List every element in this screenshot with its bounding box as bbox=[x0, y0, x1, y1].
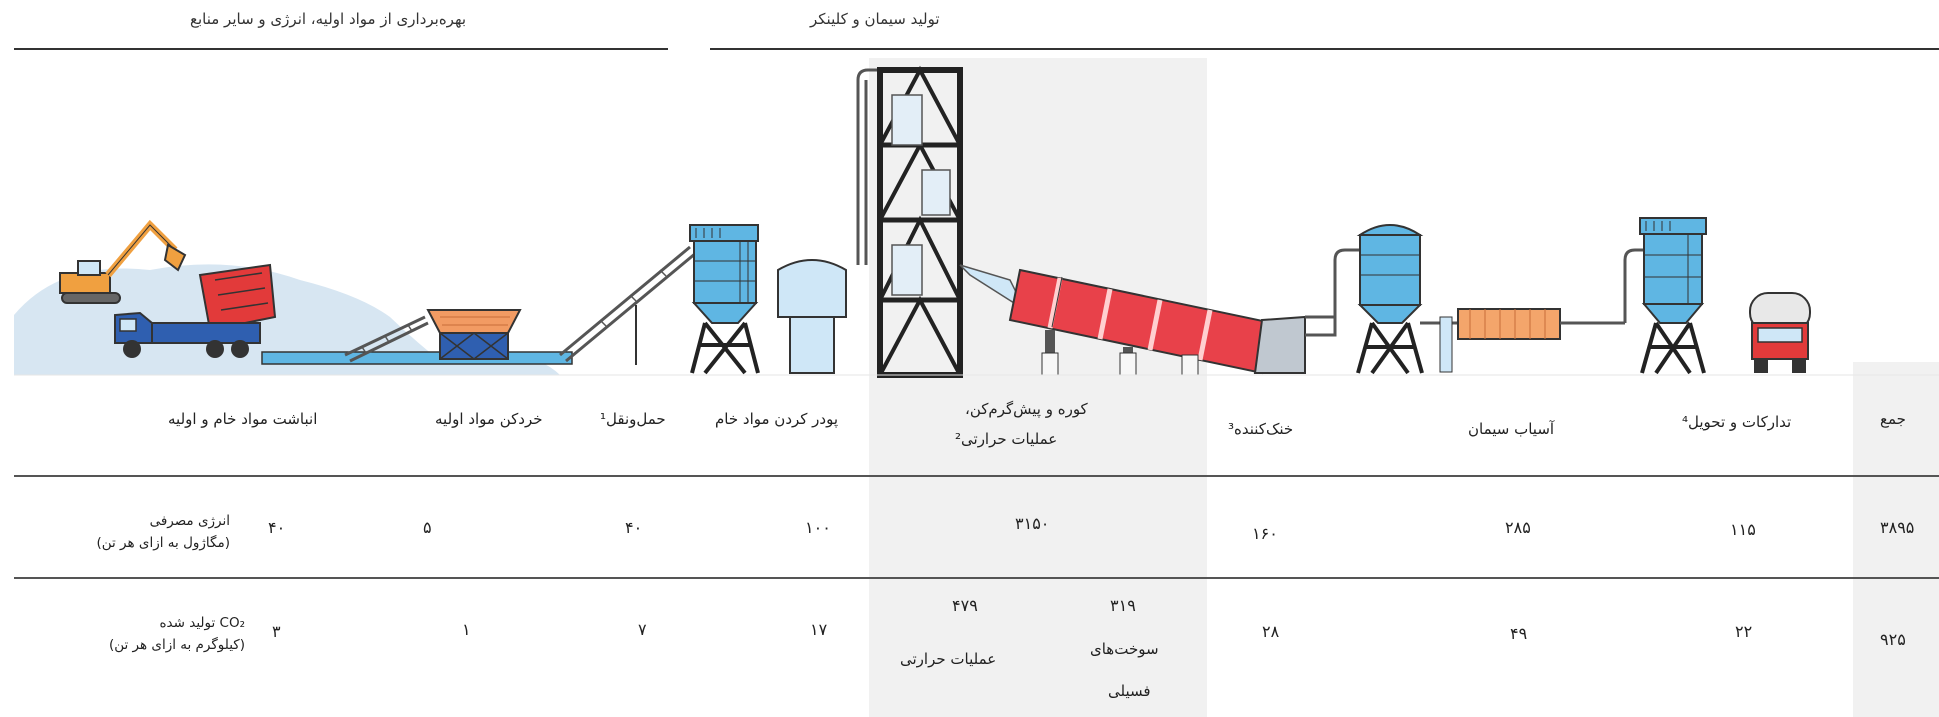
header-left-rule bbox=[14, 48, 668, 50]
energy-value-transport: ۴۰ bbox=[625, 518, 643, 537]
co2-value-kiln-thermal: ۴۷۹ bbox=[952, 596, 978, 615]
stage-label-crushing: خردکن مواد اولیه bbox=[435, 410, 543, 428]
stage-label-kiln-line2: عملیات حرارتی² bbox=[955, 430, 1058, 448]
co2-value-cooler: ۲۸ bbox=[1262, 622, 1280, 641]
co2-label-kiln-thermal: عملیات حرارتی bbox=[900, 650, 997, 668]
crusher-icon bbox=[426, 309, 522, 360]
excavator-icon bbox=[59, 219, 187, 304]
header-left-group: بهره‌برداری از مواد اولیه، انرژی و سایر … bbox=[190, 10, 467, 28]
energy-value-total: ۳۸۹۵ bbox=[1880, 518, 1915, 537]
ground-platform bbox=[261, 351, 573, 365]
stage-label-kiln-line1: کوره و پیش‌گرم‌کن، bbox=[965, 400, 1088, 418]
preheater-tower-icon bbox=[877, 65, 963, 378]
energy-value-kiln: ۳۱۵۰ bbox=[1015, 514, 1050, 533]
co2-value-total: ۹۲۵ bbox=[1880, 630, 1906, 649]
raw-mill-silo-icon bbox=[777, 259, 847, 374]
stage-label-cement-mill: آسیاب سیمان bbox=[1468, 420, 1555, 438]
energy-value-logistics: ۱۱۵ bbox=[1730, 520, 1756, 539]
energy-row-label-line2: (مگاژول به ازای هر تن) bbox=[96, 535, 230, 551]
co2-value-raw-grinding: ۱۷ bbox=[810, 620, 828, 639]
stage-label-total: جمع bbox=[1880, 410, 1906, 428]
co2-value-stockpile: ۳ bbox=[272, 622, 281, 641]
co2-value-cement-mill: ۴۹ bbox=[1510, 624, 1528, 643]
co2-value-transport: ۷ bbox=[638, 620, 647, 639]
co2-value-logistics: ۲۲ bbox=[1735, 622, 1753, 641]
stage-label-transport: حمل‌ونقل¹ bbox=[600, 410, 666, 428]
co2-value-kiln-fossil: ۳۱۹ bbox=[1110, 596, 1136, 615]
table-rule-top bbox=[14, 475, 1939, 477]
stage-label-cooler: خنک‌کننده³ bbox=[1228, 420, 1294, 438]
kiln-column-band bbox=[869, 58, 1207, 717]
stage-label-raw-grinding: پودر کردن مواد خام bbox=[715, 410, 839, 428]
energy-row-label: انرژی مصرفی (مگاژول به ازای هر تن) bbox=[40, 510, 230, 554]
co2-row-label: CO₂ تولید شده (کیلوگرم به ازای هر تن) bbox=[40, 612, 245, 656]
energy-value-crushing: ۵ bbox=[423, 518, 432, 537]
stage-label-logistics: تدارکات و تحویل⁴ bbox=[1682, 413, 1792, 431]
header-right-rule bbox=[710, 48, 1939, 50]
rotary-kiln-icon bbox=[1008, 268, 1274, 376]
co2-row-label-line1: CO₂ تولید شده bbox=[159, 615, 245, 631]
co2-label-kiln-fossil-line1: سوخت‌های bbox=[1090, 640, 1159, 658]
energy-value-cement-mill: ۲۸۵ bbox=[1505, 518, 1531, 537]
dump-truck-icon bbox=[114, 263, 277, 358]
process-illustration bbox=[14, 65, 1939, 378]
energy-value-cooler: ۱۶۰ bbox=[1252, 524, 1278, 543]
stage-label-stockpile: انباشت مواد خام و اولیه bbox=[168, 410, 318, 428]
cement-mill-icon bbox=[1420, 248, 1648, 373]
co2-row-label-line2: (کیلوگرم به ازای هر تن) bbox=[108, 637, 245, 653]
tanker-truck-icon bbox=[1749, 292, 1811, 373]
table-rule-middle bbox=[14, 577, 1939, 579]
clinker-silo-tower-icon bbox=[1356, 224, 1424, 375]
raw-mill-tower-icon bbox=[689, 224, 760, 375]
energy-value-stockpile: ۴۰ bbox=[268, 518, 286, 537]
header-right-group: تولید سیمان و کلینکر bbox=[810, 10, 940, 28]
total-column-band bbox=[1853, 362, 1939, 717]
cooler-icon bbox=[1253, 248, 1360, 374]
conveyor-2 bbox=[559, 245, 697, 365]
energy-value-raw-grinding: ۱۰۰ bbox=[805, 518, 831, 537]
riser-pipe bbox=[856, 68, 880, 265]
co2-label-kiln-fossil-line2: فسیلی bbox=[1108, 682, 1151, 700]
co2-value-crushing: ۱ bbox=[462, 620, 471, 639]
cement-silo-tower-icon bbox=[1639, 217, 1707, 375]
conveyor-1 bbox=[344, 315, 429, 363]
energy-row-label-line1: انرژی مصرفی bbox=[149, 513, 230, 529]
